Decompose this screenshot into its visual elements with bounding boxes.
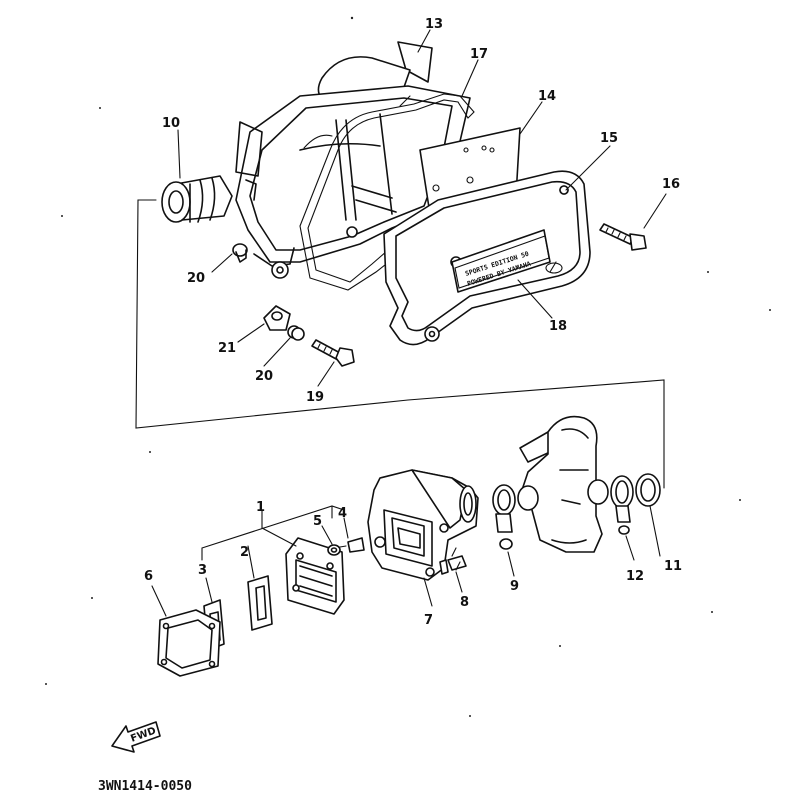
- callout-10: 10: [162, 116, 180, 131]
- damper: [263, 305, 291, 331]
- callout-2: 2: [240, 545, 249, 560]
- callout-14: 14: [538, 89, 556, 104]
- callout-20-upper: 20: [187, 271, 205, 286]
- collar: [287, 325, 305, 341]
- cover-washer: [559, 185, 569, 195]
- leader-lines: [151, 29, 667, 617]
- manifold-bolt: [439, 547, 467, 575]
- callout-21: 21: [218, 341, 236, 356]
- callout-17: 17: [470, 47, 488, 62]
- callout-15: 15: [600, 131, 618, 146]
- reed-screw: [333, 537, 365, 553]
- clamp-carb-side: [492, 484, 516, 550]
- carburetor: [517, 415, 609, 553]
- callout-16: 16: [662, 177, 680, 192]
- callout-9: 9: [510, 579, 519, 594]
- intake-manifold: [367, 469, 479, 581]
- cover-screw: [599, 223, 647, 251]
- case-gasket: [299, 93, 475, 291]
- reed-stopper: [247, 575, 273, 631]
- reed-valve-block: [285, 537, 345, 615]
- callout-20-lower: 20: [255, 369, 273, 384]
- forward-arrow-icon: [111, 721, 161, 753]
- callout-8: 8: [460, 595, 469, 610]
- callout-13: 13: [425, 17, 443, 32]
- callout-5: 5: [313, 514, 322, 529]
- reed-washer: [327, 544, 341, 556]
- callout-18: 18: [549, 319, 567, 334]
- callout-12: 12: [626, 569, 644, 584]
- assembly-bracket: [135, 199, 665, 489]
- drawing-code: 3WN1414-0050: [98, 779, 192, 794]
- ring-joint: [635, 473, 661, 507]
- reed-gasket: [157, 609, 221, 677]
- callout-11: 11: [664, 559, 682, 574]
- callout-7: 7: [424, 613, 433, 628]
- case-bolt: [311, 339, 355, 367]
- grommet-upper: [232, 243, 248, 263]
- callout-4: 4: [338, 506, 347, 521]
- callout-1: 1: [256, 500, 265, 515]
- callout-3: 3: [198, 563, 207, 578]
- intake-joint: [161, 175, 233, 223]
- air-cleaner-cover: [383, 127, 591, 346]
- callout-19: 19: [306, 390, 324, 405]
- callout-6: 6: [144, 569, 153, 584]
- scan-speckles: [45, 16, 771, 717]
- clamp-joint-side: [610, 475, 634, 535]
